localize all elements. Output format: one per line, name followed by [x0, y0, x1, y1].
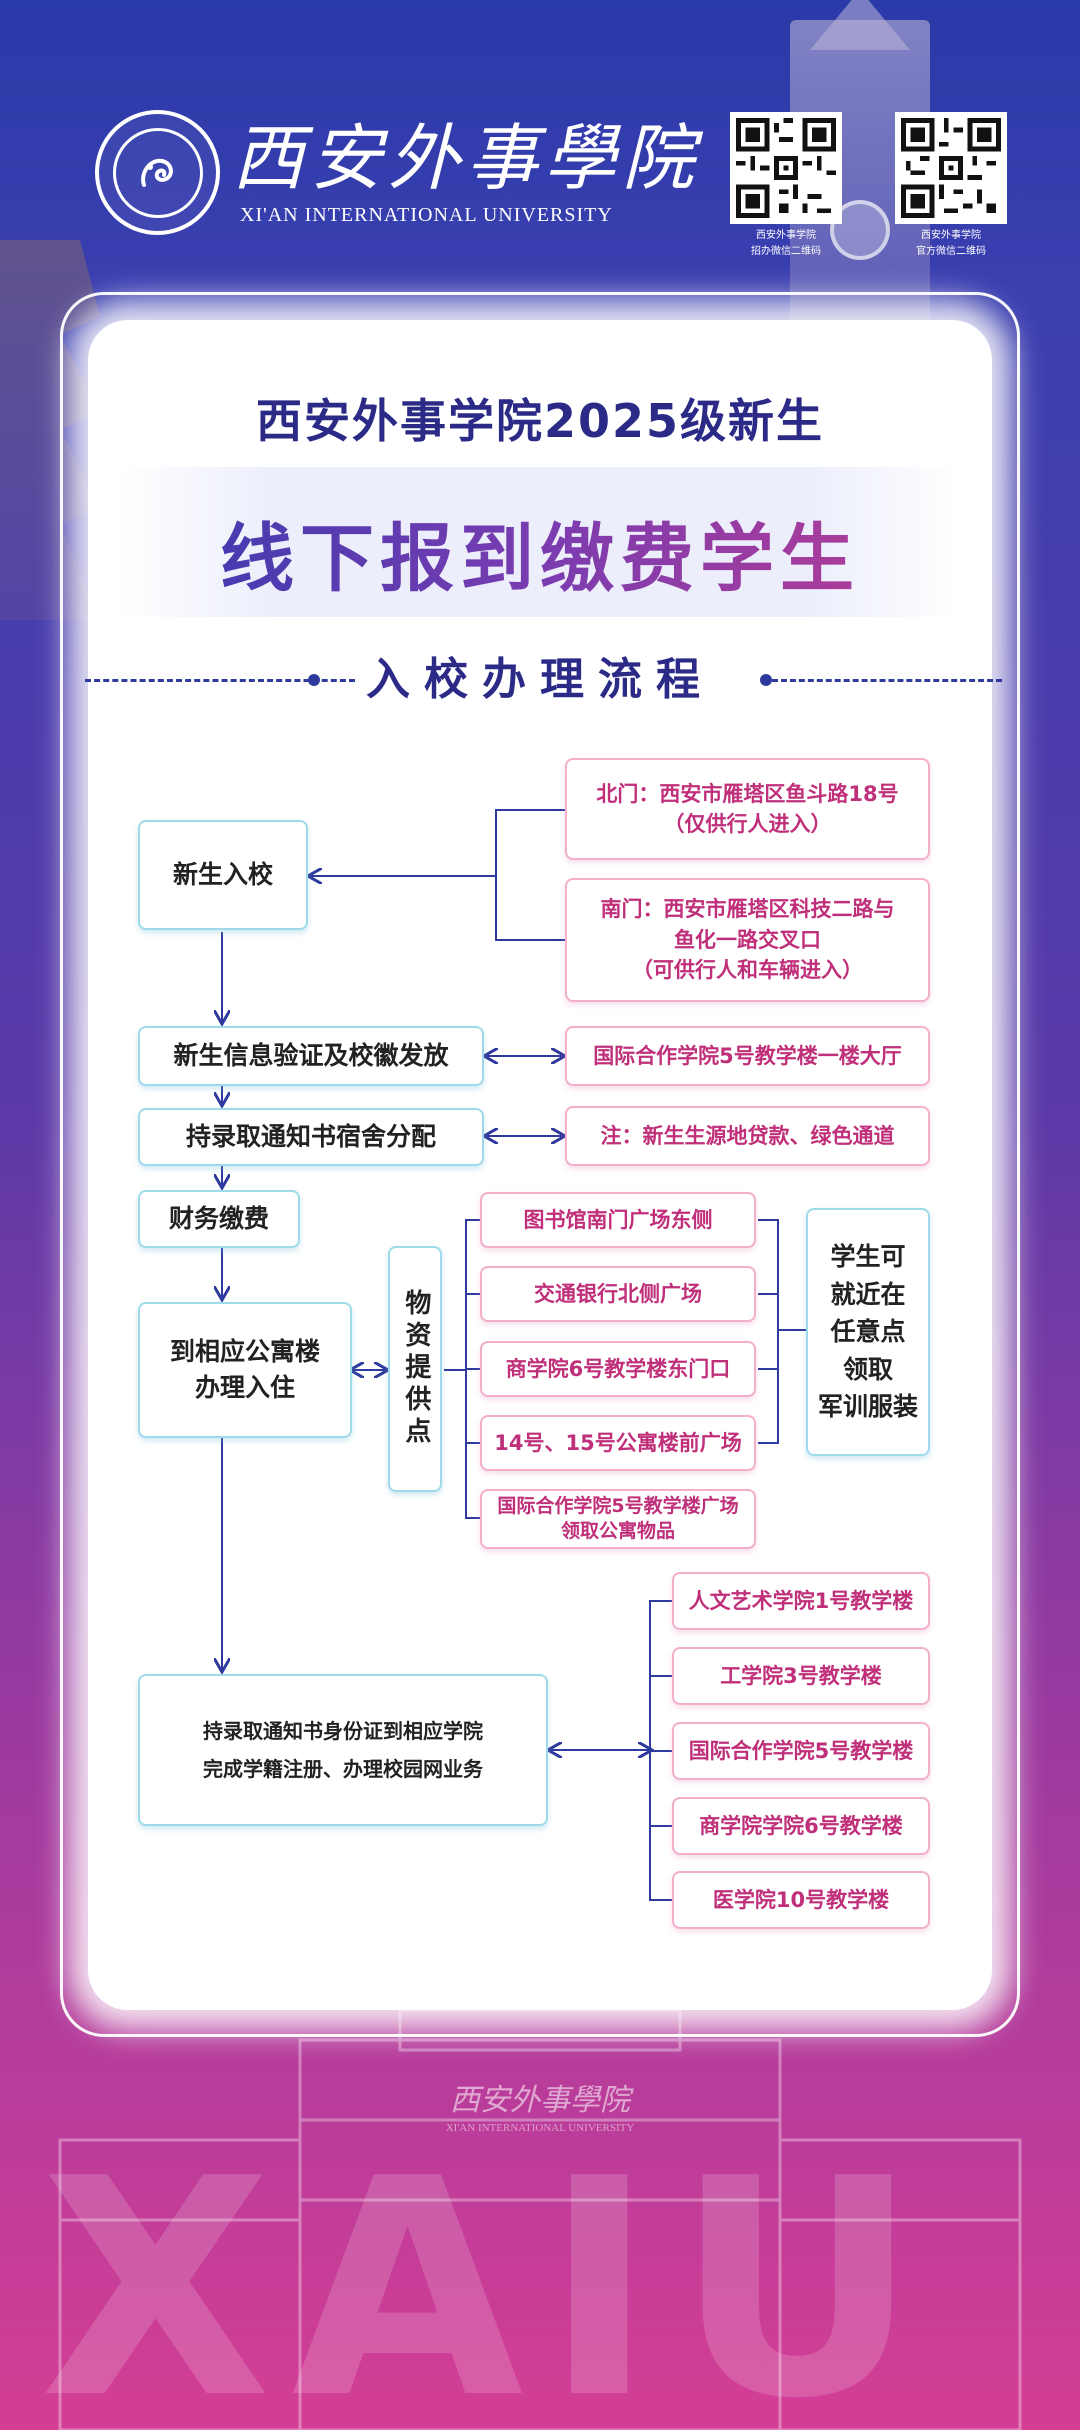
section-header: 入校办理流程 [60, 650, 1020, 710]
college-international: 国际合作学院5号教学楼 [672, 1722, 930, 1780]
uniform-pickup-note: 学生可 就近在 任意点 领取 军训服装 [806, 1208, 930, 1456]
campus-building-illustration [58, 2008, 1022, 2430]
supply-point-business-school: 商学院6号教学楼东门口 [480, 1341, 756, 1397]
dot-right [760, 674, 772, 686]
supply-point-bank: 交通银行北侧广场 [480, 1266, 756, 1322]
verification-location: 国际合作学院5号教学楼一楼大厅 [565, 1026, 930, 1086]
qr-code-admissions [730, 112, 842, 224]
supply-point-library: 图书馆南门广场东侧 [480, 1192, 756, 1248]
university-logo [95, 110, 220, 235]
step-enter-campus: 新生入校 [138, 820, 308, 930]
dot-left [308, 674, 320, 686]
supply-point-apartments: 14号、15号公寓楼前广场 [480, 1415, 756, 1471]
dash-line-right [772, 679, 1002, 682]
college-business: 商学院学院6号教学楼 [672, 1797, 930, 1855]
university-name: 西安外事學院 [232, 116, 701, 200]
south-gate-box: 南门：西安市雁塔区科技二路与 鱼化一路交叉口 （可供行人和车辆进入） [565, 878, 930, 1002]
watermark-letters: XAIU [40, 2150, 939, 2430]
college-medical: 医学院10号教学楼 [672, 1871, 930, 1929]
dash-line-left [85, 679, 355, 682]
college-engineering: 工学院3号教学楼 [672, 1647, 930, 1705]
step-dorm-assignment: 持录取通知书宿舍分配 [138, 1108, 484, 1166]
supply-points-label: 物资提供点 [388, 1246, 442, 1492]
qr-caption-admissions: 西安外事学院 招办微信二维码 [751, 230, 821, 257]
college-humanities-arts: 人文艺术学院1号教学楼 [672, 1572, 930, 1630]
step-check-in: 到相应公寓楼 办理入住 [138, 1302, 352, 1438]
title-line1: 西安外事学院2025级新生 [255, 394, 825, 448]
qr-code-official [895, 112, 1007, 224]
loan-green-channel-note: 注：新生生源地贷款、绿色通道 [565, 1106, 930, 1166]
step-payment: 财务缴费 [138, 1190, 300, 1248]
section-title: 入校办理流程 [366, 654, 714, 705]
north-gate-box: 北门：西安市雁塔区鱼斗路18号 （仅供行人进入） [565, 758, 930, 860]
watermark-name: 西安外事學院 [450, 2083, 630, 2118]
step-info-verification: 新生信息验证及校徽发放 [138, 1026, 484, 1086]
qr-caption-official: 西安外事学院 官方微信二维码 [916, 230, 986, 257]
step-college-registration: 持录取通知书身份证到相应学院 完成学籍注册、办理校园网业务 [138, 1674, 548, 1826]
watermark-en: XI'AN INTERNATIONAL UNIVERSITY [445, 2122, 635, 2134]
university-english-name: XI'AN INTERNATIONAL UNIVERSITY [240, 204, 613, 226]
supply-point-international: 国际合作学院5号教学楼广场 领取公寓物品 [480, 1489, 756, 1549]
card-border [60, 292, 1020, 2037]
title-band: 线下报到缴费学生 [120, 467, 960, 617]
title-line2: 线下报到缴费学生 [60, 499, 1020, 606]
dragon-emblem-icon [112, 127, 203, 218]
